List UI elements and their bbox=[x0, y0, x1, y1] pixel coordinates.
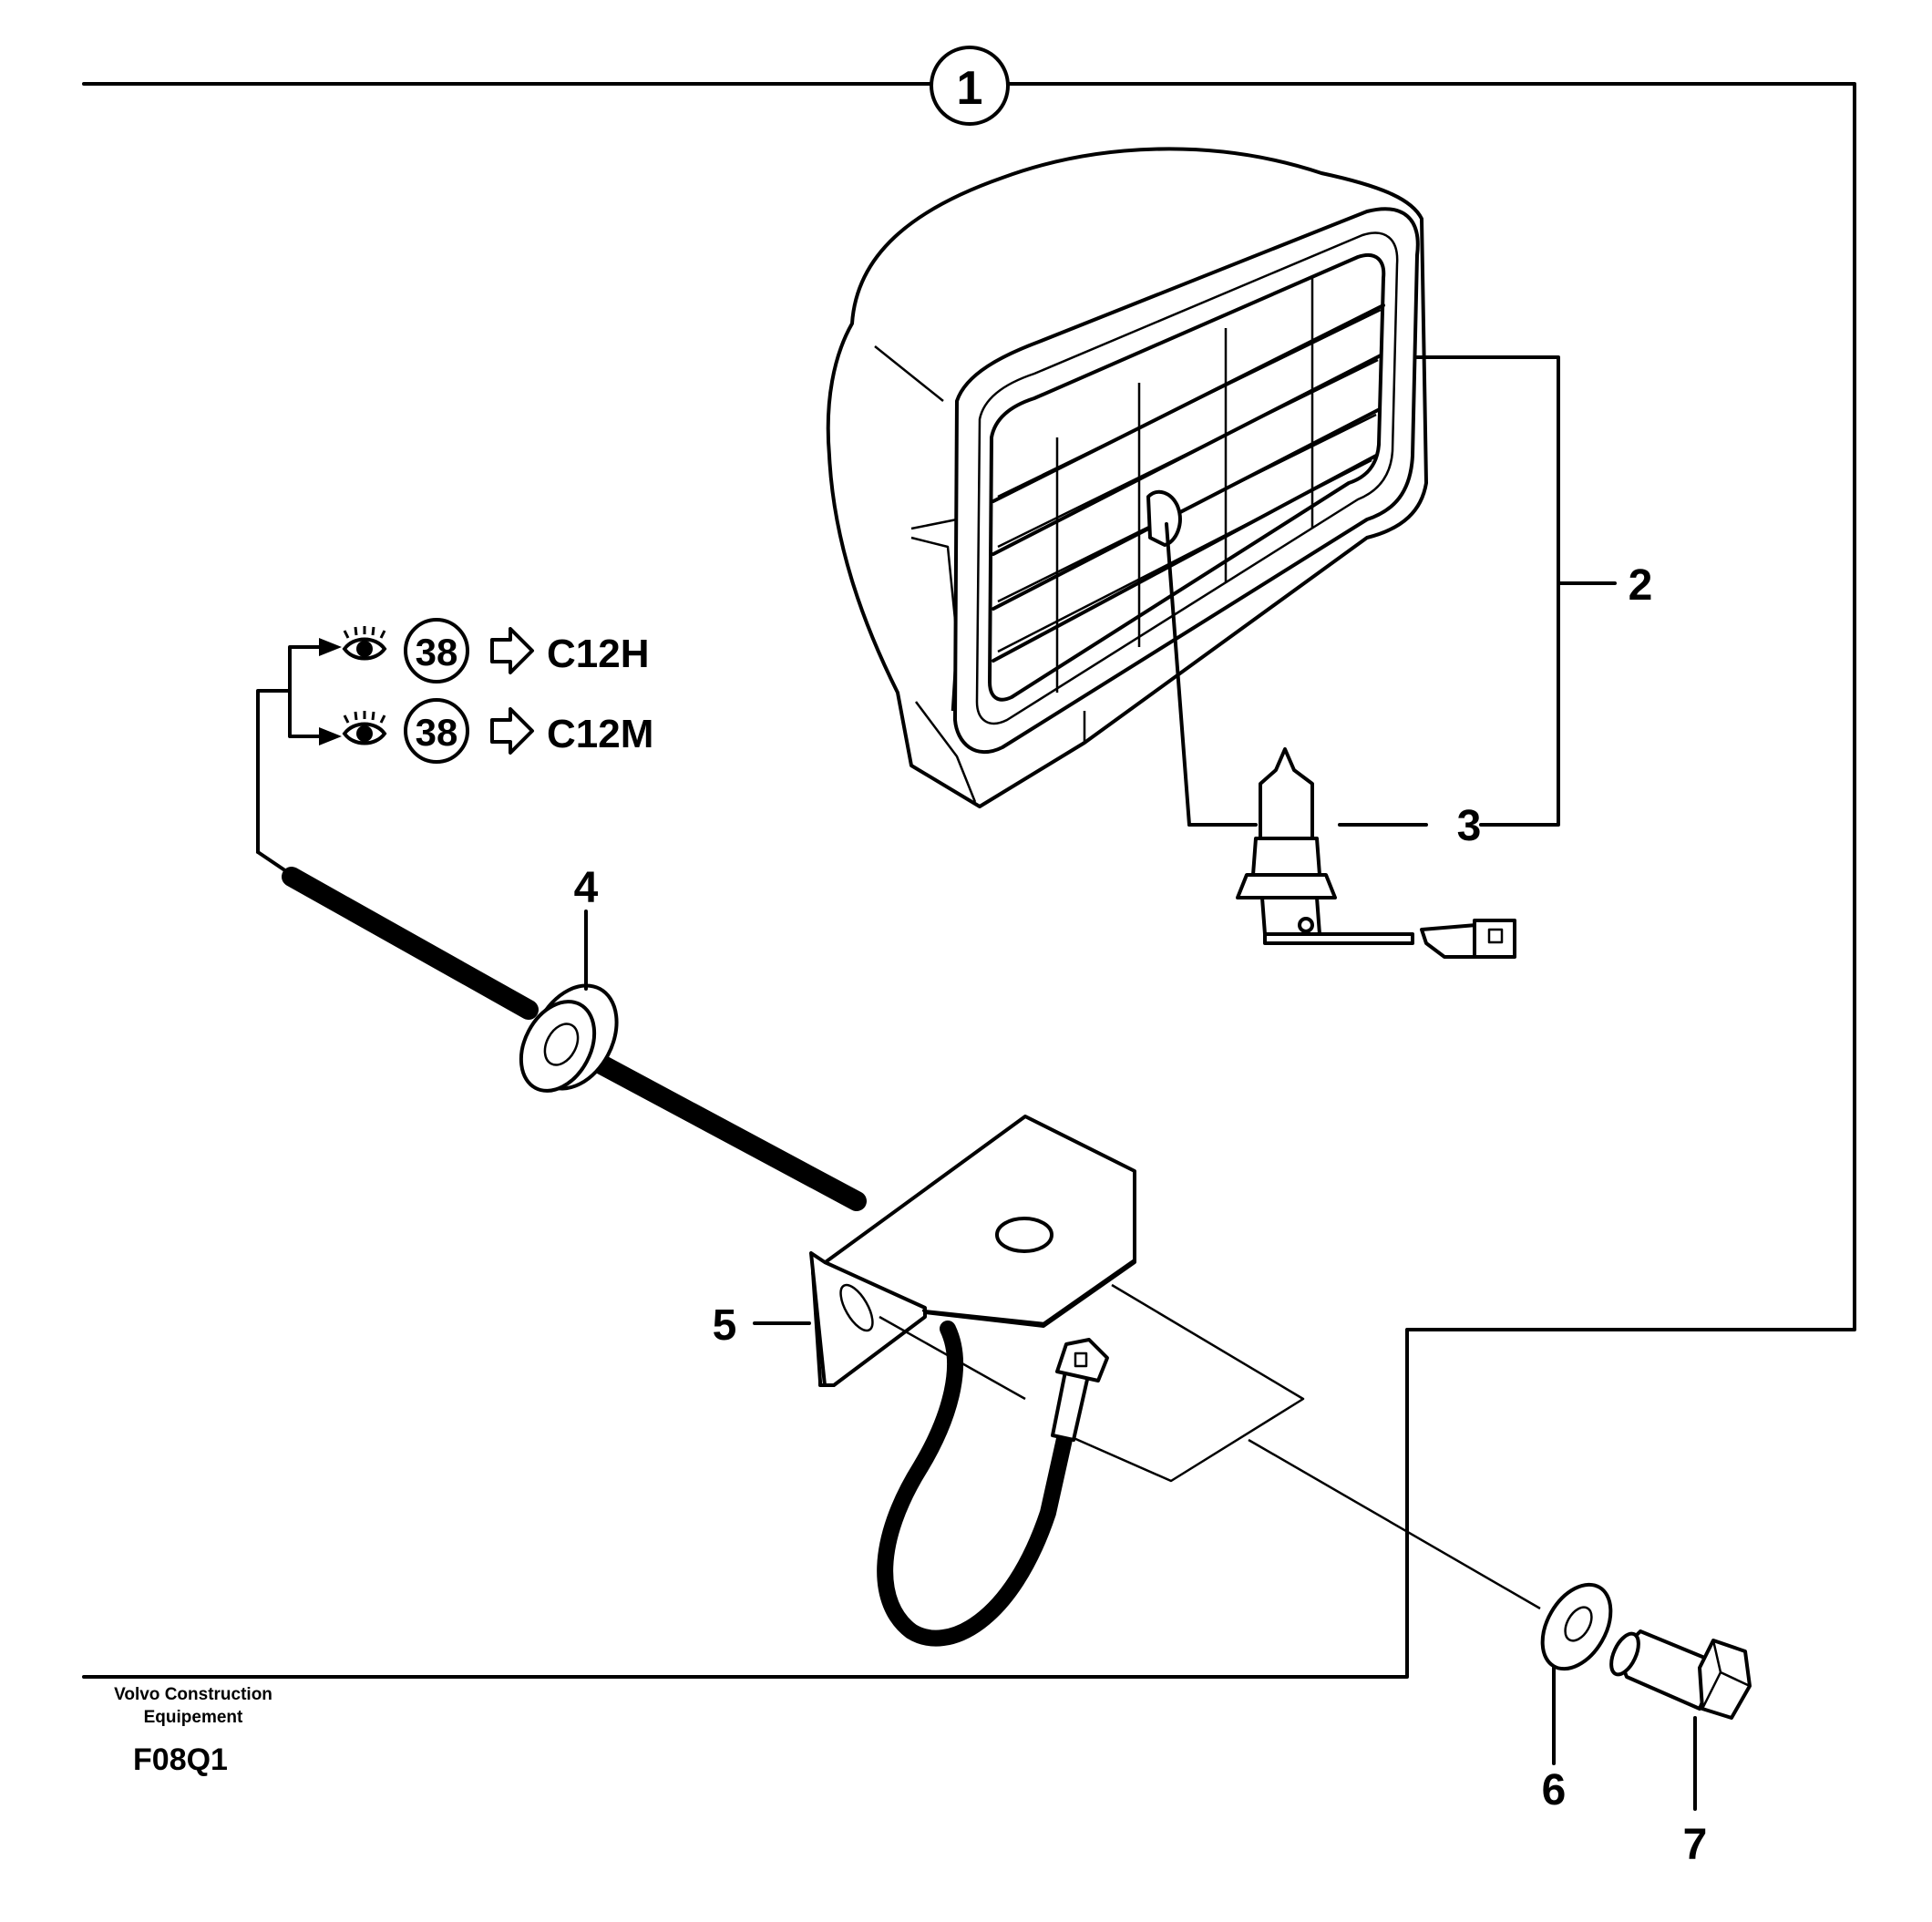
reference-row-2[interactable]: 38 C12M bbox=[342, 698, 653, 764]
cable bbox=[282, 867, 867, 1211]
callout-3: 3 bbox=[1457, 802, 1482, 850]
reference-tree bbox=[256, 638, 342, 877]
washer bbox=[1540, 1582, 1613, 1765]
work-lamp bbox=[826, 147, 1428, 808]
group-frame: 1 bbox=[82, 46, 1856, 1679]
eye-icon bbox=[342, 626, 387, 661]
callout-4: 4 bbox=[574, 864, 599, 912]
grommet bbox=[519, 910, 619, 1093]
callout-5: 5 bbox=[713, 1301, 737, 1350]
hollow-arrow-icon bbox=[490, 707, 534, 755]
reference-row-1[interactable]: 38 C12H bbox=[342, 618, 650, 683]
hollow-arrow-icon bbox=[490, 627, 534, 674]
figure-code: F08Q1 bbox=[133, 1742, 228, 1777]
assembly-axis bbox=[1248, 1438, 1541, 1610]
mounting-bracket bbox=[753, 1115, 1305, 1647]
ref-code-2: C12M bbox=[547, 712, 653, 756]
publisher-line-2: Equipement bbox=[144, 1708, 243, 1727]
callout-1: 1 bbox=[957, 62, 983, 115]
callout-7: 7 bbox=[1683, 1821, 1708, 1869]
callout-6: 6 bbox=[1542, 1766, 1567, 1814]
eye-icon bbox=[342, 711, 387, 745]
group-callout-circle bbox=[930, 46, 1010, 126]
leader-lines-2-3 bbox=[1338, 355, 1617, 827]
ref-code-1: C12H bbox=[547, 632, 650, 676]
halogen-bulb bbox=[1165, 522, 1516, 959]
callout-2: 2 bbox=[1629, 561, 1653, 610]
ref-page-2: 38 bbox=[416, 711, 458, 754]
bolt bbox=[1609, 1629, 1752, 1811]
ref-page-1: 38 bbox=[416, 631, 458, 673]
publisher-line-1: Volvo Construction bbox=[114, 1685, 272, 1704]
